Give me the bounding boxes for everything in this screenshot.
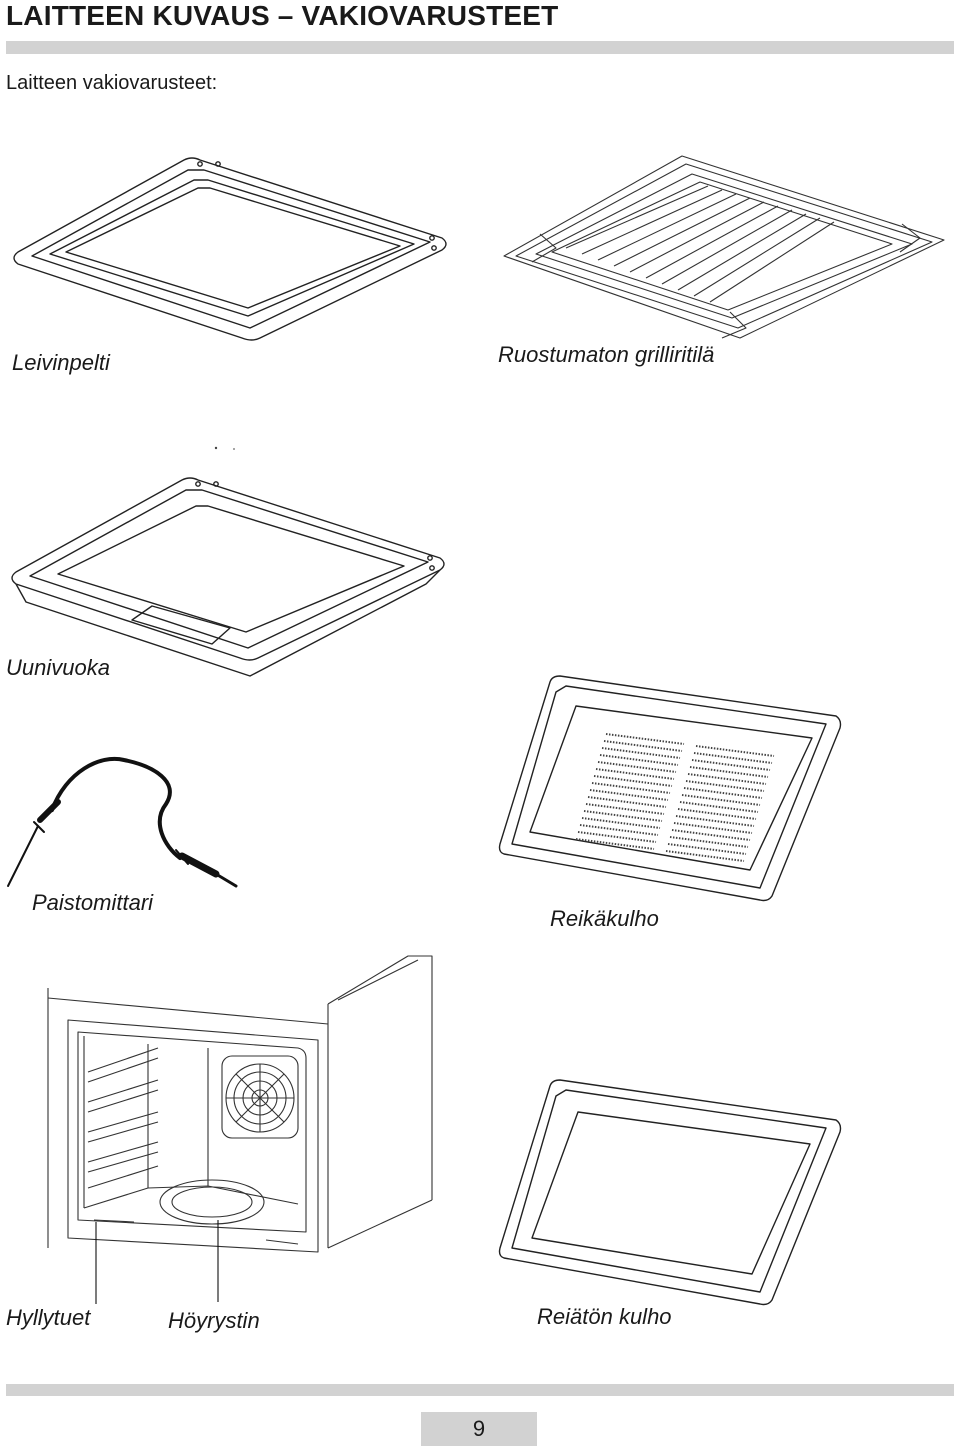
roasting-pan-illustration (8, 472, 448, 682)
caption-shelf-supports: Hyllytuet (6, 1305, 91, 1330)
oven-interior-illustration (48, 952, 434, 1308)
meat-probe-illustration (4, 752, 244, 892)
solid-tray-illustration (496, 1076, 842, 1308)
caption-meat-probe: Paistomittari (32, 890, 154, 915)
caption-roasting-pan: Uunivuoka (6, 655, 110, 680)
stray-marks (214, 446, 235, 450)
caption-perforated-tray: Reikäkulho (550, 906, 659, 931)
page-title: LAITTEEN KUVAUS – VAKIOVARUSTEET (6, 0, 559, 31)
page-number: 9 (421, 1412, 537, 1446)
caption-solid-tray: Reiätön kulho (537, 1304, 672, 1329)
caption-grill-rack: Ruostumaton grilliritilä (498, 342, 715, 367)
perforated-tray-illustration (496, 672, 842, 904)
caption-baking-tray: Leivinpelti (12, 350, 110, 375)
grill-rack-illustration (500, 152, 950, 344)
baking-tray-illustration (10, 152, 450, 344)
header-rule (6, 41, 954, 54)
section-subtitle: Laitteen vakiovarusteet: (6, 72, 218, 94)
footer-rule (6, 1384, 954, 1396)
caption-steam-generator: Höyrystin (168, 1308, 260, 1333)
